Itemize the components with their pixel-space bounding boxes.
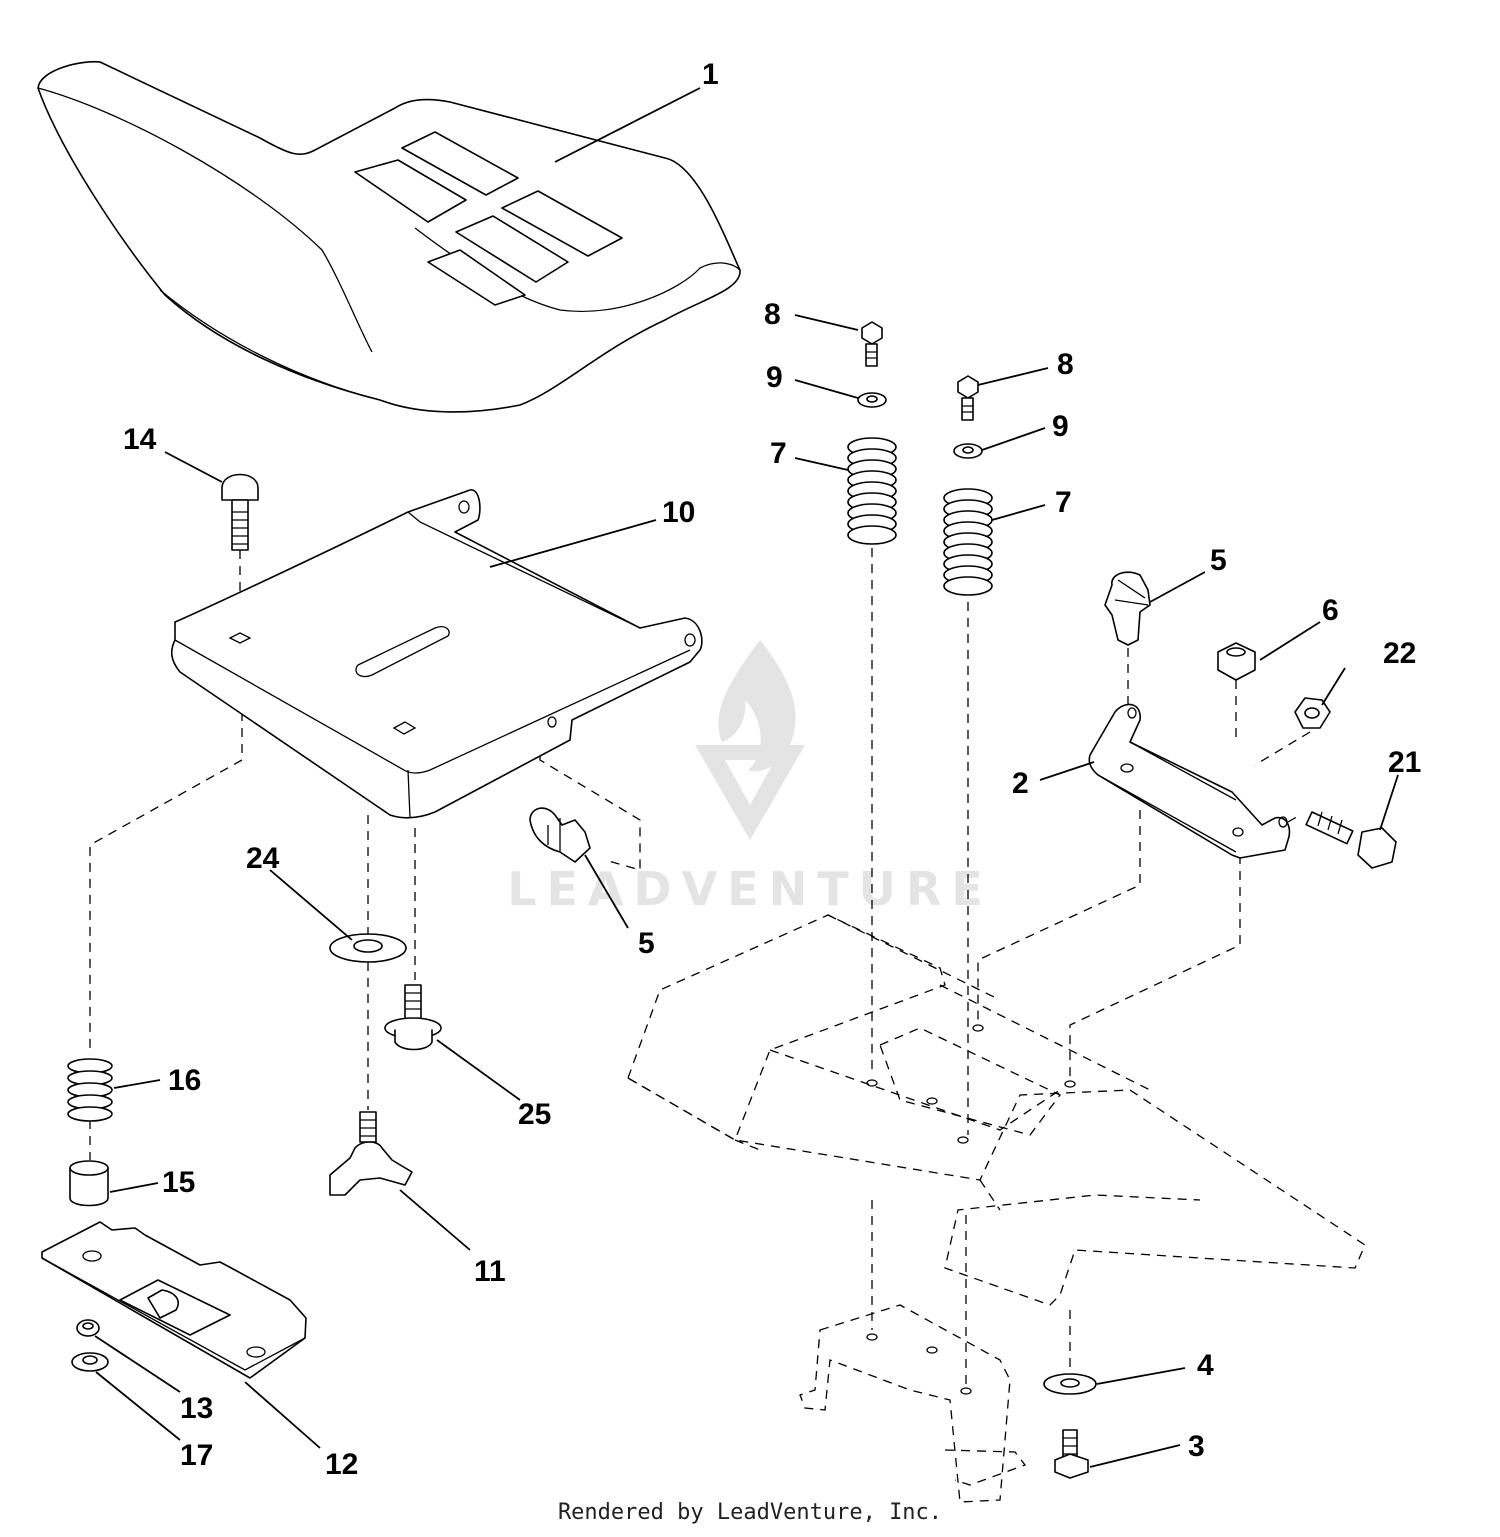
callout-7b: 7 — [1055, 486, 1072, 519]
footer-credit: Rendered by LeadVenture, Inc. — [557, 1500, 943, 1525]
hex-bolt-right-part[interactable] — [957, 375, 979, 421]
callout-1: 1 — [702, 58, 719, 91]
callout-11: 11 — [474, 1255, 506, 1288]
flange-nut-large-part[interactable] — [71, 1352, 109, 1372]
callout-8b: 8 — [1057, 348, 1074, 381]
hex-bolt-left-part[interactable] — [861, 321, 883, 367]
callout-14: 14 — [123, 423, 157, 456]
seat-spring-right-part[interactable] — [943, 488, 993, 596]
hex-bolt-bottom-part[interactable] — [1054, 1429, 1089, 1479]
callout-16: 16 — [168, 1064, 201, 1097]
callout-12: 12 — [325, 1448, 358, 1481]
watermark-text: LEADVENTURE — [507, 862, 993, 916]
callout-5a: 5 — [1210, 544, 1227, 577]
washer-right-part[interactable] — [953, 443, 983, 459]
shoulder-bolt-right-part[interactable] — [1305, 811, 1397, 869]
lock-nut-part[interactable] — [1217, 642, 1256, 681]
callout-24: 24 — [246, 842, 280, 875]
callout-22: 22 — [1383, 637, 1416, 670]
flange-nut-small-part[interactable] — [76, 1319, 100, 1337]
callout-6: 6 — [1322, 594, 1339, 627]
shoulder-bolt-part[interactable] — [384, 984, 442, 1051]
seat-part[interactable] — [37, 60, 741, 413]
callout-4: 4 — [1197, 1349, 1214, 1382]
callout-2: 2 — [1012, 767, 1029, 800]
callout-9a: 9 — [766, 361, 783, 394]
leadventure-watermark: LEADVENTURE — [507, 640, 993, 916]
callout-9b: 9 — [1052, 410, 1069, 443]
washer-bottom-part[interactable] — [1043, 1373, 1097, 1395]
washer-left-part[interactable] — [857, 392, 887, 408]
leader-lines — [94, 87, 1399, 1468]
seat-knob-part[interactable] — [329, 1111, 413, 1196]
clip-right-part[interactable] — [1104, 571, 1151, 646]
callout-10: 10 — [662, 496, 695, 529]
seat-bracket-part[interactable] — [1088, 703, 1291, 859]
callout-labels: 1 2 3 4 5 5 6 7 7 8 8 9 9 10 11 12 13 14… — [123, 58, 1421, 1481]
slide-bracket-part[interactable] — [41, 1221, 307, 1379]
clip-left-part[interactable] — [529, 807, 591, 863]
washer-large-part[interactable] — [329, 933, 407, 963]
callout-7a: 7 — [770, 437, 787, 470]
callout-8a: 8 — [764, 298, 781, 331]
callout-3: 3 — [1188, 1430, 1205, 1463]
callout-21: 21 — [1388, 746, 1421, 779]
callout-5b: 5 — [638, 927, 655, 960]
callout-13: 13 — [180, 1392, 213, 1425]
carriage-bolt-part[interactable] — [221, 473, 259, 551]
callout-17: 17 — [180, 1439, 213, 1472]
seat-pan-part[interactable] — [170, 489, 703, 819]
tractor-frame-phantom — [627, 914, 1366, 1503]
assembly-lines — [89, 548, 1311, 1385]
small-spring-part[interactable] — [67, 1058, 113, 1122]
hex-nut-part[interactable] — [1294, 697, 1331, 729]
seat-spring-left-part[interactable] — [847, 437, 897, 545]
v-logo-icon — [695, 745, 805, 840]
spacer-part[interactable] — [69, 1160, 109, 1207]
flame-logo-icon — [718, 640, 796, 772]
callout-15: 15 — [162, 1166, 195, 1199]
callout-25: 25 — [518, 1098, 551, 1131]
